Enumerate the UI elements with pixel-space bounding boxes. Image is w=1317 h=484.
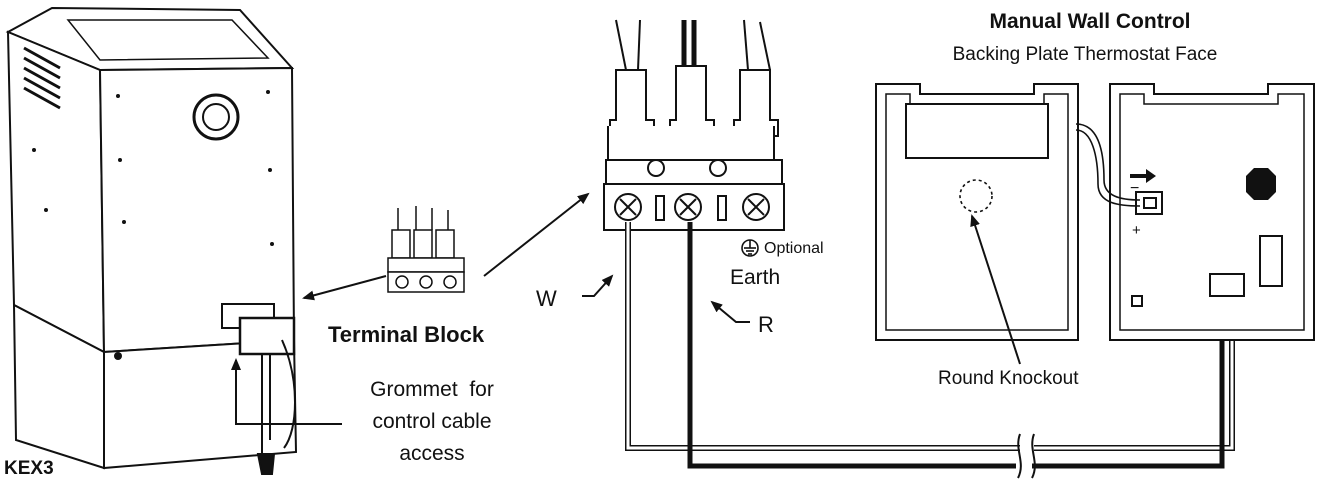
earth-ground-icon: [741, 239, 759, 257]
link-cable: [1075, 123, 1141, 207]
grommet-label-line2: control cable: [372, 410, 492, 433]
pointer-arrow-icon: [483, 192, 590, 277]
direction-arrow-icon: [1130, 169, 1156, 183]
terminal-block-large: [603, 19, 785, 231]
earth-label: Earth: [730, 266, 781, 289]
pointer-arrow-icon: [302, 275, 387, 301]
terminal-block-small: [387, 206, 465, 293]
minus-label: −: [1130, 180, 1140, 197]
vent-grille: [23, 46, 61, 110]
pointer-arrow-icon: [582, 274, 614, 297]
round-knockout: [959, 179, 993, 213]
backing-plate: [875, 83, 1079, 341]
round-knockout-label: Round Knockout: [938, 368, 1079, 389]
thermostat-face: [1109, 83, 1315, 341]
wire-r-label: R: [758, 312, 774, 337]
pointer-arrow-icon: [710, 300, 750, 323]
optional-label: Optional: [764, 240, 824, 257]
grommet-label-line3: access: [399, 442, 465, 465]
pointer-arrow-icon: [970, 214, 1021, 365]
backing-plate-thermostat-face-caption: Backing Plate Thermostat Face: [952, 44, 1218, 65]
heater-unit: [5, 6, 298, 475]
terminal-screw: [742, 193, 770, 221]
plus-label: +: [1132, 222, 1141, 239]
terminal-screw: [674, 193, 702, 221]
manual-wall-control-title: Manual Wall Control: [989, 10, 1191, 33]
terminal-block-label: Terminal Block: [328, 322, 485, 347]
grommet-label-line1: Grommet for: [370, 378, 494, 401]
cable-break-mark: [1017, 433, 1036, 479]
terminal-screw: [614, 193, 642, 221]
model-label: KEX3: [4, 458, 54, 479]
wire-w-label: W: [536, 286, 557, 311]
pointer-arrow-icon: [231, 358, 342, 425]
wire-r: [687, 222, 1225, 469]
thermostat-dial: [1246, 168, 1276, 200]
